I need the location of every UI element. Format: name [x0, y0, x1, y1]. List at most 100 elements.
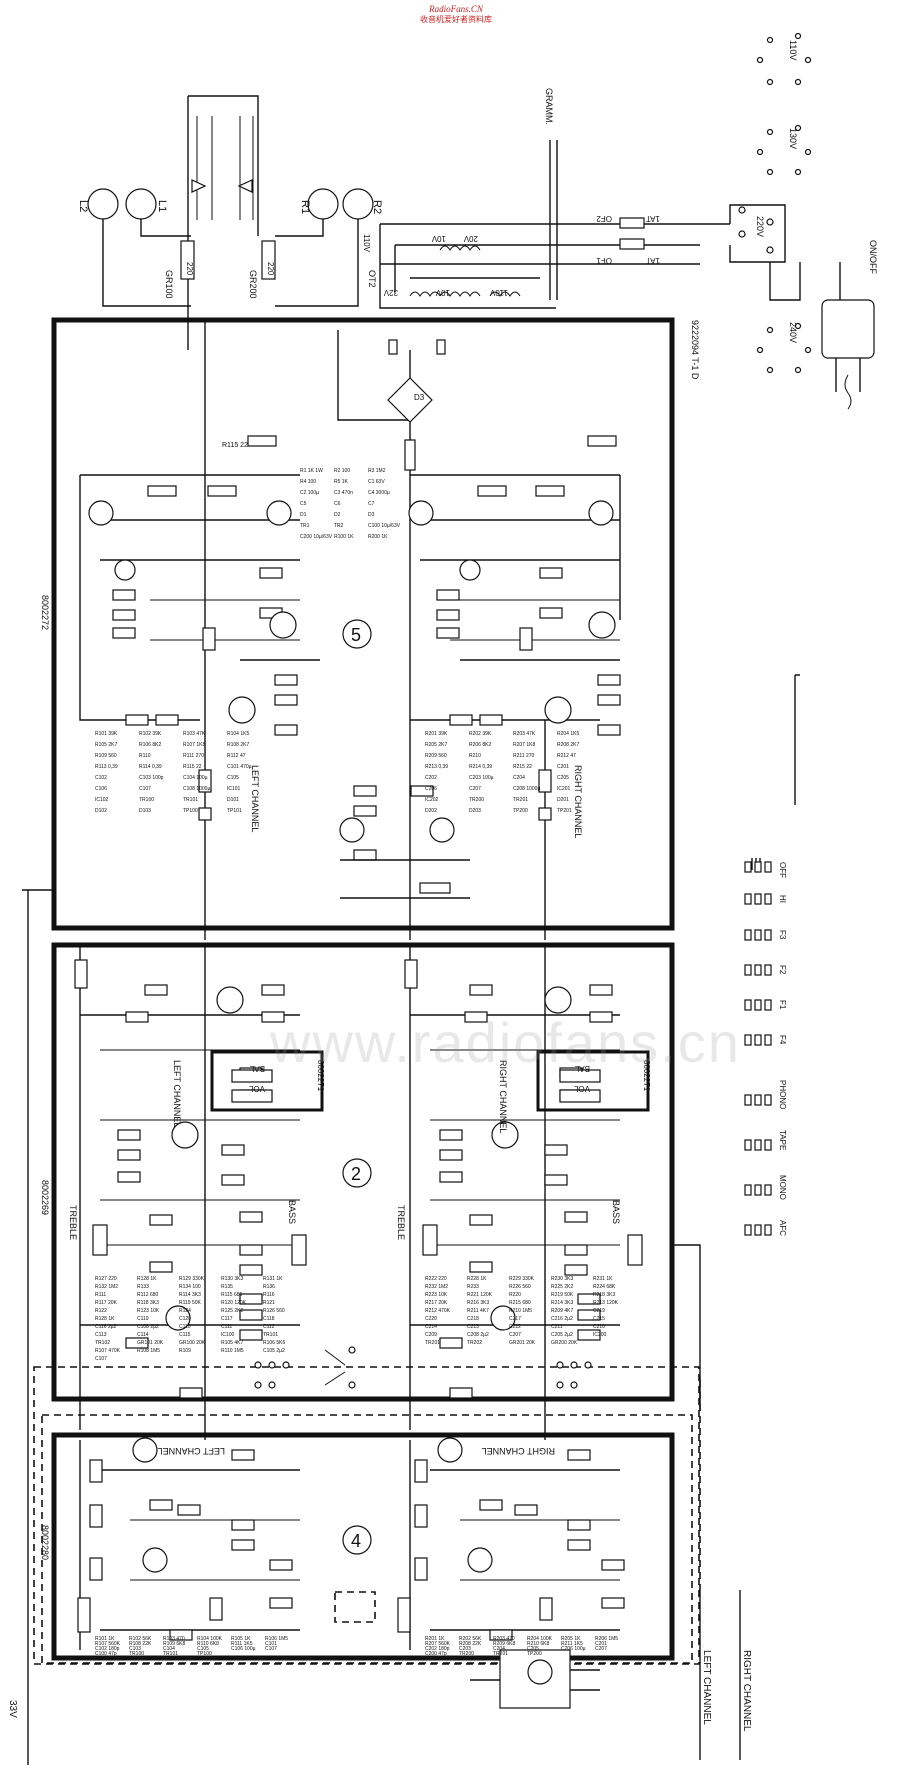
left-power-components-label: TP101 — [227, 808, 242, 814]
left-power-components-label: D101 — [227, 797, 239, 803]
right-pre-components-label: R209 4K7 — [551, 1308, 573, 1314]
fuse-of2 — [619, 217, 645, 229]
left-pre-components-label: R126 560 — [263, 1308, 285, 1314]
power-supply-components-label: TR1 — [300, 523, 310, 529]
right-pre-components-label: R217 20K — [425, 1300, 448, 1306]
right-power-components-label: IC201 — [557, 786, 571, 792]
right-pre-components-label: C207 — [509, 1332, 521, 1338]
right-input-components-label: C203 — [459, 1646, 471, 1652]
right-pre-components-label: R229 330K — [509, 1276, 535, 1282]
left-power-components-label: R113 0,39 — [95, 764, 118, 770]
right-pre-components-label: R231 1K — [593, 1276, 613, 1282]
left-input-components-label: C100 47p — [95, 1651, 117, 1657]
board-4-code: 8002280 — [40, 1525, 50, 1560]
left-pre-components-label: R110 1M5 — [221, 1348, 244, 1354]
power-supply-components-label: C3 470n — [334, 490, 353, 496]
left-pre-components-label: R105 4K7 — [221, 1340, 243, 1346]
left-pre-components-label: C120 — [179, 1316, 191, 1322]
left-pre-components-label: R120 120K — [221, 1300, 247, 1306]
right-pre-components-label: C212 — [509, 1324, 521, 1330]
left-power-components-label: R115 22 — [183, 764, 202, 770]
switch-label-off: OFF — [778, 862, 787, 878]
right-power-components-label: R211 270 — [513, 753, 535, 759]
cap-c4 — [404, 439, 416, 471]
left-input-components-label: R103 470 — [163, 1636, 185, 1642]
left-power-components-label: R101 39K — [95, 731, 118, 737]
right-pre-components-label: R230 3K3 — [551, 1276, 573, 1282]
right-channel-label-input: RIGHT CHANNEL — [482, 1446, 555, 1456]
right-power-components-label: C201 — [557, 764, 569, 770]
board-4-badge — [342, 1525, 372, 1555]
right-power-components-label: R213 0,39 — [425, 764, 448, 770]
left-pre-components-label: R123 10K — [137, 1308, 160, 1314]
right-power-components-label: R208 2K7 — [557, 742, 579, 748]
left-pre-components-label: R122 — [95, 1308, 107, 1314]
left-pre-components-label: R124 — [179, 1308, 191, 1314]
site-brand-cn: 收音机爱好者资料库 — [420, 15, 492, 24]
right-pre-components-label: R226 560 — [509, 1284, 531, 1290]
power-supply-components-label: R200 1K — [368, 534, 388, 540]
right-pre-components-label: R213 120K — [593, 1300, 619, 1306]
left-input-components-label: C101 — [265, 1641, 277, 1647]
bass-label-left: BASS — [287, 1200, 297, 1224]
switch-label-f4: F4 — [778, 1035, 787, 1045]
left-power-components-label: C106 — [95, 786, 107, 792]
left-pre-components-label: R135 — [221, 1284, 233, 1290]
right-input-components-label: R202 56K — [459, 1636, 482, 1642]
voltage-240v: 240V — [788, 322, 798, 343]
left-input-components-label: TP100 — [197, 1651, 212, 1657]
left-channel-label-power: LEFT CHANNEL — [250, 765, 260, 832]
right-pre-components-label: C220 — [425, 1316, 437, 1322]
right-power-components-label: R204 1K5 — [557, 731, 579, 737]
right-power-components-label: C205 — [557, 775, 569, 781]
left-pre-components-label: R116 — [263, 1292, 275, 1298]
vol-label-left: VOL — [248, 1084, 265, 1093]
tx-tap-3: 32V — [383, 288, 398, 297]
power-supply-components-label: R100 1K — [334, 534, 354, 540]
left-pre-components-label: R128 1K — [95, 1316, 115, 1322]
right-input-components-label: C200 47p — [425, 1651, 447, 1657]
left-pre-components-label: R117 20K — [95, 1300, 118, 1306]
power-supply-components-label: R2 100 — [334, 468, 350, 474]
left-pre-components-label: TR102 — [95, 1340, 110, 1346]
right-pre-components-label: R215 680 — [509, 1300, 531, 1306]
left-pre-components-label: R131 1K — [263, 1276, 283, 1282]
left-pre-components-label: R121 — [263, 1300, 275, 1306]
board-5-badge — [342, 619, 372, 649]
right-pre-components-label: R222 220 — [425, 1276, 447, 1282]
switch-label-mono: MONO — [778, 1175, 787, 1200]
left-power-components-label: C108 1000µ — [183, 786, 210, 792]
fuse-of1-rating: 1AT — [646, 256, 660, 265]
right-input-components-label: C205 — [527, 1646, 539, 1652]
left-pre-components-label: C110 — [179, 1324, 191, 1330]
right-pre-components-label: C209 — [425, 1332, 437, 1338]
right-pre-components-label: C214 — [425, 1324, 437, 1330]
speaker-label-l2: L2 — [77, 200, 89, 212]
svg-text:GR100: GR100 — [164, 270, 174, 299]
mains-plug — [821, 299, 875, 359]
speaker-label-r2: R2 — [371, 200, 383, 214]
right-pre-components-label: C217 — [509, 1316, 521, 1322]
fuse-of1 — [619, 238, 645, 250]
left-input-components-label: R107 560K — [95, 1641, 121, 1647]
left-input-components-label: TR100 — [129, 1651, 144, 1657]
tx-tap-4: 10V — [435, 288, 450, 297]
left-input-components-label: R106 1M5 — [265, 1636, 288, 1642]
right-power-components-label: D202 — [425, 808, 437, 814]
board-2-badge — [342, 1158, 372, 1188]
left-input-components-label: R108 22K — [129, 1641, 152, 1647]
right-power-components-label: R203 47K — [513, 731, 536, 737]
left-pre-components-label: R129 330K — [179, 1276, 205, 1282]
right-power-components-label: D203 — [469, 808, 481, 814]
right-power-components-label: C206 — [425, 786, 437, 792]
right-pre-components-label: R225 2K2 — [551, 1284, 573, 1290]
left-pre-components-label: R130 3K3 — [221, 1276, 243, 1282]
left-pre-components-label: R111 — [95, 1292, 106, 1298]
switch-label-f1: F1 — [778, 1000, 787, 1010]
right-pre-components-label: R220 — [509, 1292, 521, 1298]
fuse-of2-label: OF2 — [596, 214, 612, 223]
left-input-components-label: R110 6K8 — [197, 1641, 219, 1647]
right-power-components-label: R215 22 — [513, 764, 532, 770]
power-supply-components-label: C5 — [300, 501, 307, 507]
right-pre-components-label: IC200 — [593, 1332, 607, 1338]
